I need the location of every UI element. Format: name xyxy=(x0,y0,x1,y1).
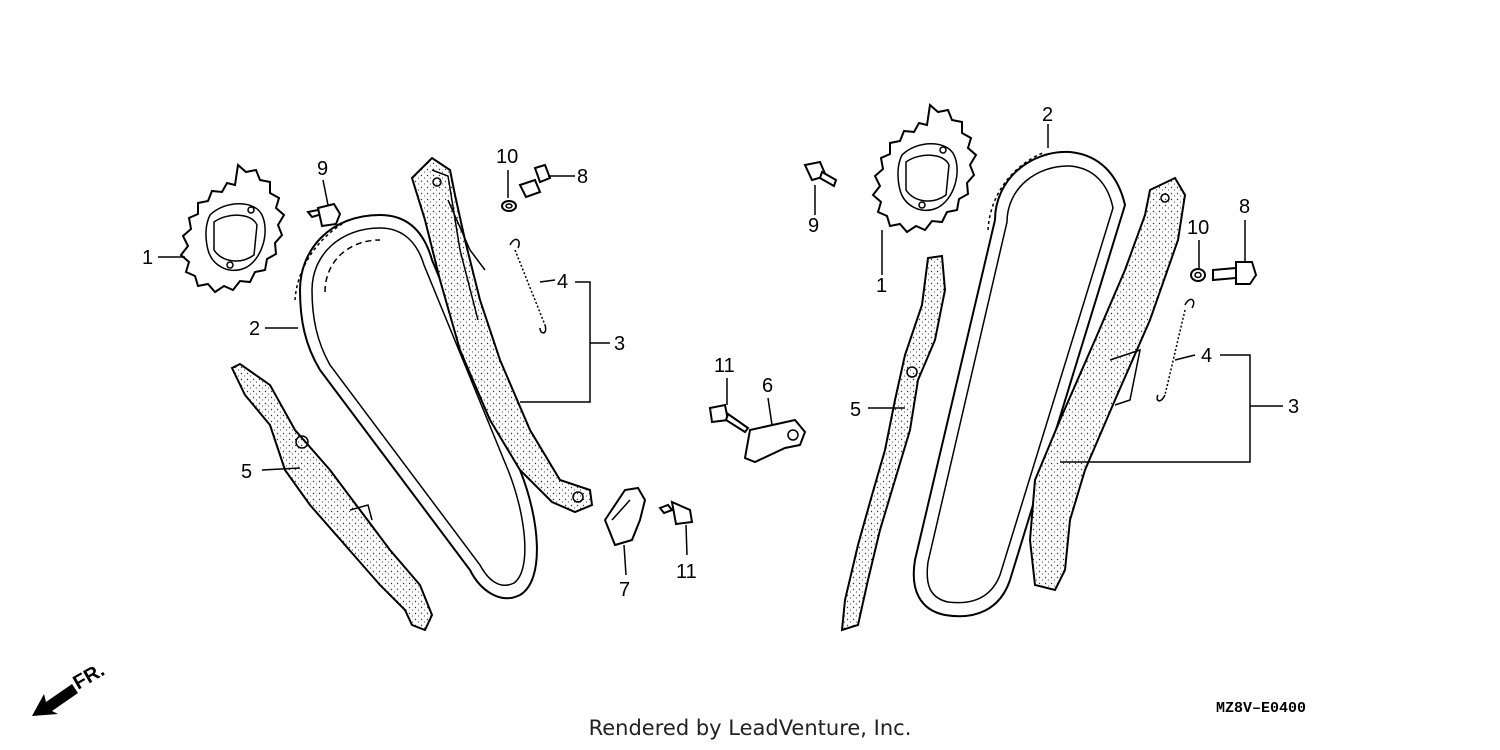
right-cam-chain[interactable] xyxy=(912,150,1127,618)
callout-left-9: 9 xyxy=(317,158,328,180)
front-direction-marker: FR. xyxy=(32,659,108,716)
right-cam-sprocket[interactable] xyxy=(871,103,978,234)
callout-right-9: 9 xyxy=(808,215,819,237)
callout-right-8: 8 xyxy=(1239,196,1250,218)
callout-left-1: 1 xyxy=(142,247,153,269)
callout-right-4: 4 xyxy=(1201,345,1212,367)
callout-right-3: 3 xyxy=(1288,396,1299,418)
callout-right-1: 1 xyxy=(876,275,887,297)
right-tensioner-spring[interactable] xyxy=(1156,298,1195,402)
right-bolt-9[interactable] xyxy=(803,160,838,188)
callout-left-5: 5 xyxy=(241,461,252,483)
left-tensioner-arm[interactable] xyxy=(410,156,594,514)
left-bolt-8[interactable] xyxy=(518,163,552,199)
callout-left-8: 8 xyxy=(577,166,588,188)
callout-left-4: 4 xyxy=(557,271,568,293)
callout-labels: 1 2 3 4 5 6 7 8 9 10 11 11 1 2 3 4 5 8 9… xyxy=(142,104,1299,601)
left-cam-chain[interactable] xyxy=(294,213,538,600)
plate-7[interactable] xyxy=(603,486,647,547)
callout-6: 6 xyxy=(762,375,773,397)
render-credit: Rendered by LeadVenture, Inc. xyxy=(588,716,912,740)
plate-6[interactable] xyxy=(743,418,807,464)
right-washer-10[interactable] xyxy=(1190,268,1206,282)
callout-11-lower: 11 xyxy=(676,561,697,583)
callout-left-10: 10 xyxy=(496,146,518,168)
right-tensioner-arm[interactable] xyxy=(1028,176,1187,592)
left-chain-guide[interactable] xyxy=(230,362,434,632)
diagram-code: MZ8V–E0400 xyxy=(1216,700,1306,717)
callout-right-2: 2 xyxy=(1042,104,1053,126)
left-bolt-9[interactable] xyxy=(306,202,342,228)
left-washer-10[interactable] xyxy=(501,200,517,212)
front-direction-arrow-icon xyxy=(32,684,78,716)
left-tensioner-spring[interactable] xyxy=(509,238,547,334)
callout-left-2: 2 xyxy=(249,318,260,340)
callout-11-upper: 11 xyxy=(714,355,735,377)
callout-right-10: 10 xyxy=(1187,217,1209,239)
callout-right-5: 5 xyxy=(850,399,861,421)
bolt-11-lower[interactable] xyxy=(658,500,694,526)
left-cam-sprocket[interactable] xyxy=(179,163,286,294)
callout-7: 7 xyxy=(619,579,630,601)
leader-lines xyxy=(158,124,1283,576)
right-bolt-8[interactable] xyxy=(1212,261,1258,285)
callout-left-3: 3 xyxy=(614,333,625,355)
right-chain-guide[interactable] xyxy=(840,254,947,632)
bolt-11-upper[interactable] xyxy=(708,403,750,434)
